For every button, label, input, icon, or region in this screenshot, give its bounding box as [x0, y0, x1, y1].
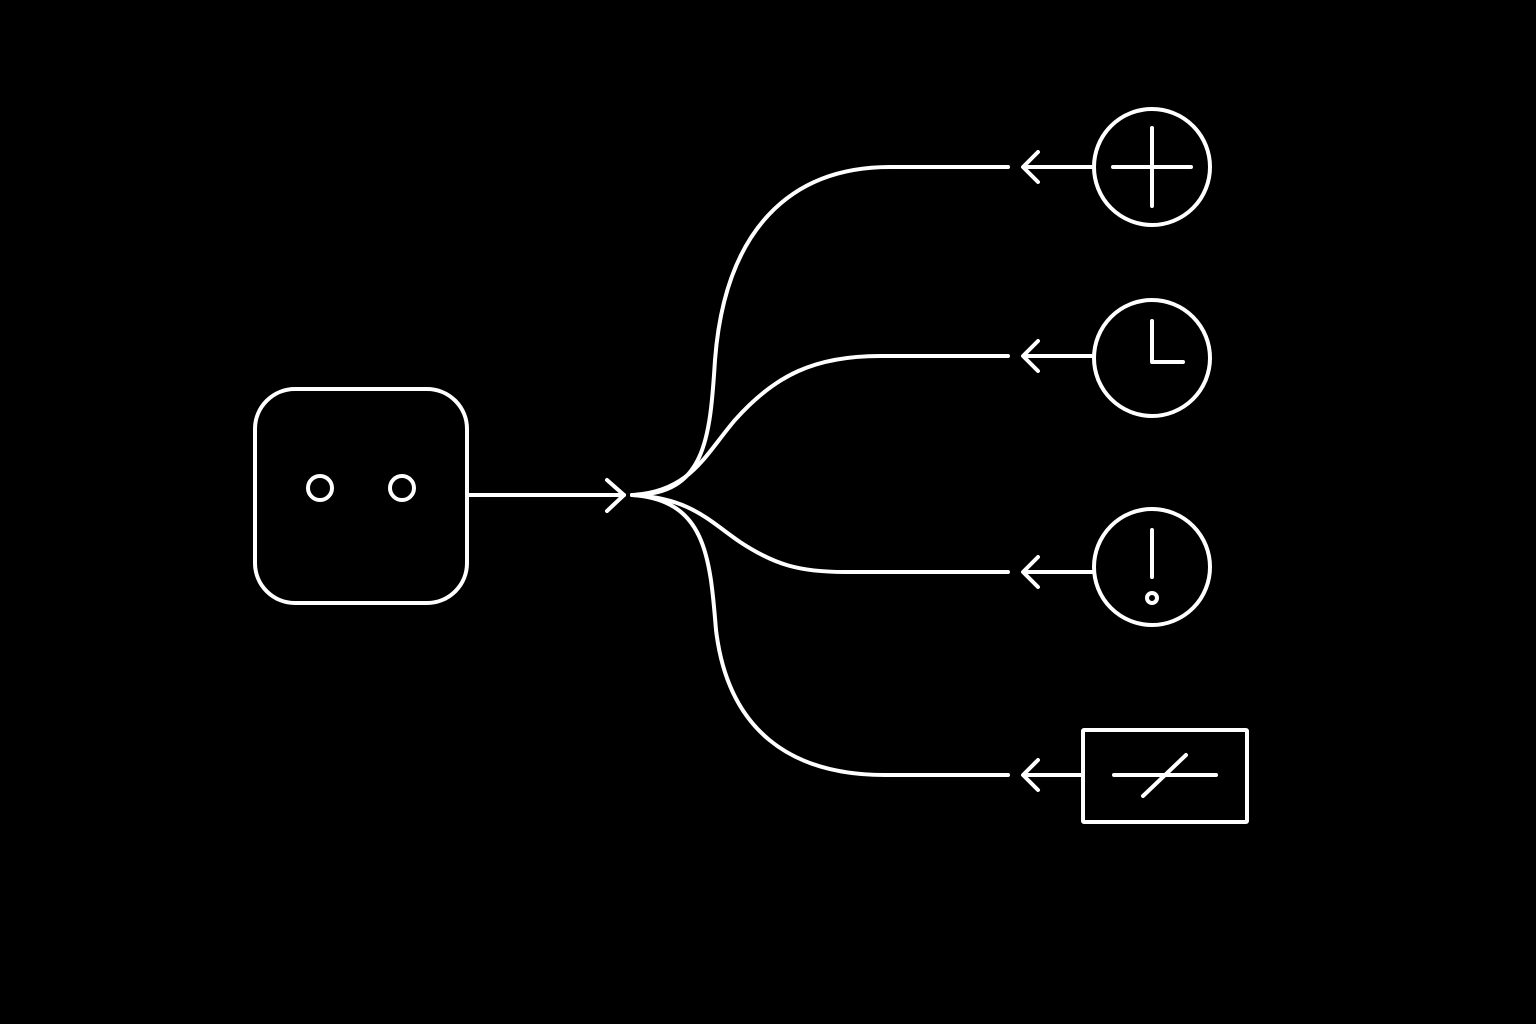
plus-circle-icon: [1092, 107, 1212, 227]
not-equal-box-icon: [1081, 728, 1249, 824]
branch-2: [1021, 298, 1212, 418]
exclamation-circle-outline: [1092, 507, 1212, 627]
branch-1-arrowhead: [1021, 150, 1040, 184]
plus-circle-outline: [1092, 107, 1212, 227]
branch-2-arrowhead: [1021, 339, 1040, 373]
right-eye: [388, 474, 416, 502]
branch-1: [1021, 107, 1212, 227]
exclamation-circle-icon: [1092, 507, 1212, 627]
branch-curve-2: [630, 354, 1010, 497]
left-eye: [306, 474, 334, 502]
source-connector: [465, 478, 626, 513]
branch-3-arrowhead: [1021, 555, 1040, 589]
branch-curves: [630, 165, 1010, 777]
clock-hands: [1150, 319, 1185, 364]
not-equal-box-outline: [1081, 728, 1249, 824]
branch-curve-4: [630, 493, 1010, 777]
exclamation-dot: [1145, 591, 1159, 605]
clock-circle-icon: [1092, 298, 1212, 418]
source-arrowhead: [605, 478, 626, 513]
branch-3: [1021, 507, 1212, 627]
clock-circle-outline: [1092, 298, 1212, 418]
branch-curve-3: [630, 493, 1010, 574]
branch-4-arrowhead: [1021, 758, 1040, 792]
branch-4: [1021, 728, 1249, 824]
not-equal-slash: [1141, 753, 1188, 798]
